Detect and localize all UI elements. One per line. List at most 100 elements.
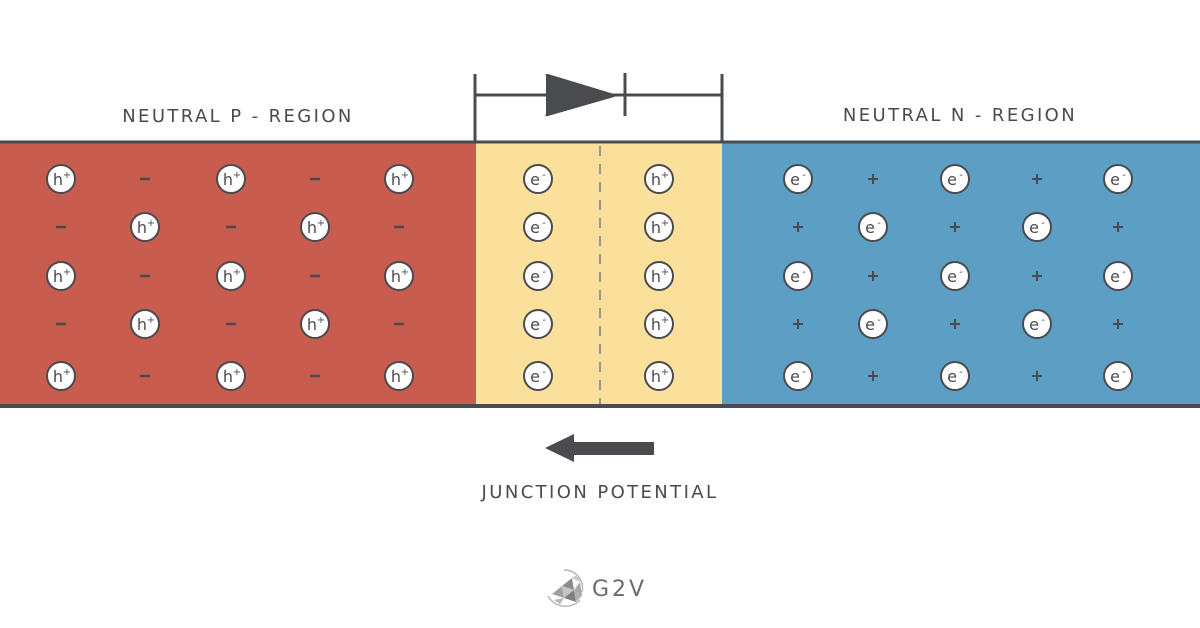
hole-circle [644, 212, 674, 242]
diode-symbol [473, 73, 724, 143]
hole-circle [300, 309, 330, 339]
electron-symbol: e [947, 170, 957, 189]
hole-charge-symbol: + [147, 218, 155, 229]
electron-symbol: e [865, 218, 875, 237]
electron-circle [783, 164, 813, 194]
electron-symbol: e [1110, 367, 1120, 386]
n-region-label: NEUTRAL N - REGION [843, 105, 1077, 126]
hole-symbol: h [391, 267, 401, 286]
hole-symbol: h [137, 218, 147, 237]
hole-particle: h+ [384, 261, 414, 291]
electron-particle: e- [1022, 309, 1052, 339]
electron-particle: e- [523, 261, 553, 291]
p-region-particles: h+h+h+h+h+h+h+h+h+h+h+h+h+ [46, 164, 414, 391]
hole-circle [130, 212, 160, 242]
hole-charge-symbol: + [63, 367, 71, 378]
p-region-label: NEUTRAL P - REGION [122, 106, 354, 127]
hole-circle [216, 361, 246, 391]
hole-particle: h+ [216, 261, 246, 291]
electron-charge-symbol: - [542, 218, 546, 229]
hole-symbol: h [651, 267, 661, 286]
donor-ion-plus-icon [950, 222, 960, 232]
hole-circle [46, 261, 76, 291]
hole-circle [644, 309, 674, 339]
electron-symbol: e [530, 315, 540, 334]
hole-circle [644, 261, 674, 291]
electron-charge-symbol: - [1041, 315, 1045, 326]
hole-symbol: h [53, 170, 63, 189]
geodesic-sphere-logo-icon [547, 569, 584, 607]
donor-ion-plus-icon [1113, 222, 1123, 232]
electron-particle: e- [783, 164, 813, 194]
hole-particle: h+ [130, 309, 160, 339]
hole-circle [130, 309, 160, 339]
electron-symbol: e [790, 367, 800, 386]
junction-potential-arrow-icon [545, 434, 654, 462]
donor-ion-plus-icon [1032, 174, 1042, 184]
hole-charge-symbol: + [661, 170, 669, 181]
electron-symbol: e [947, 267, 957, 286]
electron-circle [1022, 309, 1052, 339]
hole-particle: h+ [384, 361, 414, 391]
electron-particle: e- [940, 361, 970, 391]
donor-ion-plus-icon [868, 271, 878, 281]
electron-circle [523, 212, 553, 242]
electron-particle: e- [940, 261, 970, 291]
electron-particle: e- [523, 361, 553, 391]
electron-symbol: e [1110, 170, 1120, 189]
electron-charge-symbol: - [1122, 367, 1126, 378]
electron-symbol: e [1029, 218, 1039, 237]
hole-charge-symbol: + [233, 267, 241, 278]
electron-circle [523, 261, 553, 291]
donor-ion-plus-icon [1113, 319, 1123, 329]
electron-charge-symbol: - [542, 367, 546, 378]
hole-particle: h+ [46, 261, 76, 291]
hole-charge-symbol: + [233, 170, 241, 181]
electron-symbol: e [947, 367, 957, 386]
electron-charge-symbol: - [959, 367, 963, 378]
g2v-logo: G2V [547, 569, 647, 607]
hole-particle: h+ [216, 164, 246, 194]
hole-symbol: h [223, 267, 233, 286]
donor-ion-plus-icon [793, 319, 803, 329]
hole-particle: h+ [46, 361, 76, 391]
electron-circle [523, 309, 553, 339]
electron-symbol: e [1029, 315, 1039, 334]
electron-symbol: e [530, 170, 540, 189]
hole-charge-symbol: + [401, 170, 409, 181]
hole-particle: h+ [300, 212, 330, 242]
electron-particle: e- [523, 309, 553, 339]
electron-particle: e- [858, 309, 888, 339]
hole-particle: h+ [644, 361, 674, 391]
logo-text: G2V [592, 577, 647, 602]
hole-symbol: h [53, 367, 63, 386]
hole-particle: h+ [300, 309, 330, 339]
hole-symbol: h [391, 367, 401, 386]
hole-charge-symbol: + [317, 218, 325, 229]
electron-symbol: e [865, 315, 875, 334]
electron-symbol: e [790, 170, 800, 189]
hole-symbol: h [223, 367, 233, 386]
electron-charge-symbol: - [877, 218, 881, 229]
electron-particle: e- [1022, 212, 1052, 242]
hole-symbol: h [307, 218, 317, 237]
hole-symbol: h [307, 315, 317, 334]
electron-circle [858, 212, 888, 242]
hole-circle [384, 261, 414, 291]
electron-symbol: e [530, 218, 540, 237]
electron-particle: e- [783, 261, 813, 291]
electron-charge-symbol: - [542, 315, 546, 326]
electron-charge-symbol: - [542, 170, 546, 181]
electron-particle: e- [1103, 164, 1133, 194]
hole-charge-symbol: + [661, 315, 669, 326]
electron-particle: e- [523, 164, 553, 194]
hole-charge-symbol: + [147, 315, 155, 326]
electron-symbol: e [790, 267, 800, 286]
hole-symbol: h [223, 170, 233, 189]
electron-circle [858, 309, 888, 339]
electron-particle: e- [940, 164, 970, 194]
electron-circle [1103, 361, 1133, 391]
hole-particle: h+ [644, 212, 674, 242]
electron-particle: e- [1103, 261, 1133, 291]
electron-circle [1103, 261, 1133, 291]
